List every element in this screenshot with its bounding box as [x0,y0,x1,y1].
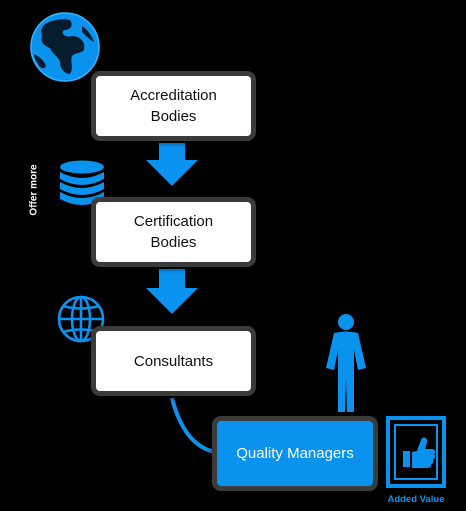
globe-map-icon [30,12,100,82]
accreditation-line-2: Bodies [150,108,197,125]
down-arrow-1 [146,143,198,186]
accreditation-line-1: Accreditation [130,87,217,104]
standing-person-icon [326,314,366,412]
certification-line-1: Certification [133,213,214,230]
certification-bodies-box: Certification Bodies [91,197,256,267]
connector-line [170,397,216,454]
offer-more-label: Offer more [28,164,40,216]
globe-wire-icon [57,295,105,343]
consultants-label: Consultants [133,352,214,370]
certification-line-2: Bodies [150,234,197,251]
added-value-label: Added Value [387,494,445,505]
quality-managers-box: Quality Managers [212,416,378,491]
quality-managers-label: Quality Managers [236,445,354,462]
thumbs-up-icon [386,416,446,488]
down-arrow-2 [146,269,198,314]
accreditation-bodies-box: Accreditation Bodies [91,71,256,141]
consultants-box: Consultants [91,326,256,396]
